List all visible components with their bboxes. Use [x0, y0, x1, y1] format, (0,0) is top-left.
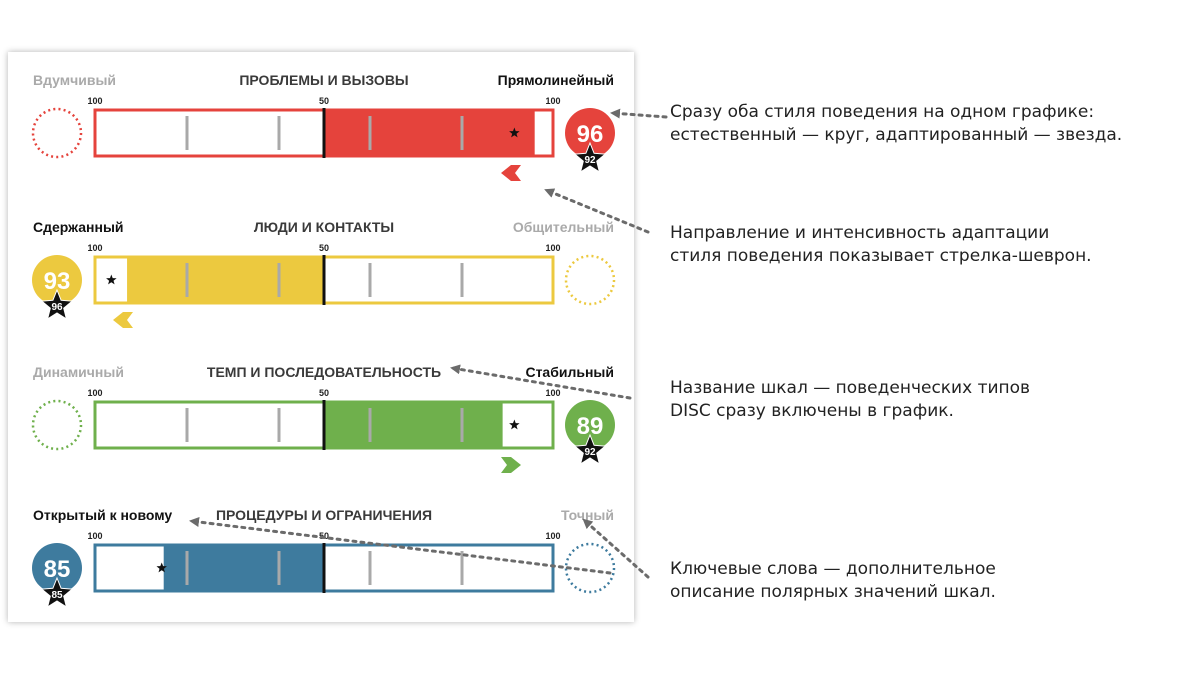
tick-label-mid: 50 [319, 388, 329, 398]
callout-keywords: Ключевые слова — дополнительное описание… [670, 558, 1190, 604]
callout-scale-names: Название шкал — поведенческих типов DISC… [670, 377, 1190, 423]
tick-label-right: 100 [545, 96, 560, 106]
annotation-arrow [189, 517, 612, 575]
callout-line: Сразу оба стиля поведения на одном графи… [670, 102, 1095, 122]
scale-title: ПРОЦЕДУРЫ И ОГРАНИЧЕНИЯ [216, 507, 432, 523]
adaptation-chevron [501, 457, 521, 473]
natural-circle [565, 108, 615, 158]
callout-both-styles: Сразу оба стиля поведения на одном графи… [670, 101, 1190, 147]
callout-line: стиля поведения показывает стрелка-шевро… [670, 246, 1092, 266]
annotation-arrow [582, 518, 650, 579]
adapted-score: 92 [584, 447, 596, 458]
scale-title: ПРОБЛЕМЫ И ВЫЗОВЫ [239, 72, 408, 88]
callout-line: Направление и интенсивность адаптации [670, 223, 1050, 243]
adapted-star-badge [40, 576, 74, 608]
scale-title: ЛЮДИ И КОНТАКТЫ [254, 219, 394, 235]
tick-label-left: 100 [87, 531, 102, 541]
tick-label-mid: 50 [319, 96, 329, 106]
natural-circle [565, 400, 615, 450]
right-keyword: Прямолинейный [498, 72, 614, 88]
left-keyword: Вдумчивый [33, 72, 116, 88]
right-keyword: Точный [561, 507, 614, 523]
adaptation-chevron [113, 312, 133, 328]
annotation-arrow [450, 364, 632, 400]
callout-line: описание полярных значений шкал. [670, 582, 996, 602]
tick-label-mid: 50 [319, 243, 329, 253]
annotation-arrow [610, 108, 668, 119]
callout-line: естественный — круг, адаптированный — зв… [670, 125, 1123, 145]
adapted-star-marker [106, 274, 117, 285]
bar-fill [324, 402, 503, 448]
scale-row: Сдержанный ЛЮДИ И КОНТАКТЫ Общительный 100 5… [32, 219, 616, 328]
bar-fill [163, 545, 324, 591]
callout-line: Ключевые слова — дополнительное [670, 559, 996, 579]
left-keyword: Открытый к новому [33, 507, 172, 523]
tick-label-right: 100 [545, 243, 560, 253]
tick-label-right: 100 [545, 531, 560, 541]
scale-row: Открытый к новому ПРОЦЕДУРЫ И ОГРАНИЧЕНИЯ… [32, 507, 616, 608]
scale-row: Динамичный ТЕМП И ПОСЛЕДОВАТЕЛЬНОСТЬ Стаби… [31, 364, 615, 473]
tick-label-left: 100 [87, 388, 102, 398]
bar-fill [127, 257, 324, 303]
scale-title: ТЕМП И ПОСЛЕДОВАТЕЛЬНОСТЬ [207, 364, 441, 380]
adapted-star-marker [156, 562, 167, 573]
tick-label-left: 100 [87, 243, 102, 253]
empty-natural-circle [564, 542, 616, 594]
left-keyword: Сдержанный [33, 219, 124, 235]
callout-line: Название шкал — поведенческих типов [670, 378, 1031, 398]
adapted-score: 96 [51, 302, 63, 313]
empty-natural-circle [564, 254, 616, 306]
adapted-star-badge [40, 288, 74, 320]
adapted-star-marker [509, 419, 520, 430]
natural-circle [32, 255, 82, 305]
left-keyword: Динамичный [33, 364, 124, 380]
right-keyword: Стабильный [525, 364, 614, 380]
empty-natural-circle [31, 399, 83, 451]
empty-natural-circle [31, 107, 83, 159]
adapted-star-badge [573, 141, 607, 173]
bar-fill [324, 110, 535, 156]
annotation-arrow [544, 188, 650, 234]
adaptation-chevron [501, 165, 521, 181]
scale-row: Вдумчивый ПРОБЛЕМЫ И ВЫЗОВЫ Прямолинейный 1… [31, 72, 615, 181]
tick-label-right: 100 [545, 388, 560, 398]
tick-label-left: 100 [87, 96, 102, 106]
natural-circle [32, 543, 82, 593]
callout-chevron: Направление и интенсивность адаптации ст… [670, 222, 1190, 268]
adapted-star-badge [573, 433, 607, 465]
adapted-score: 92 [584, 155, 596, 166]
callout-line: DISC сразу включены в график. [670, 401, 954, 421]
adapted-score: 85 [51, 590, 63, 601]
right-keyword: Общительный [513, 219, 614, 235]
adapted-star-marker [509, 127, 520, 138]
